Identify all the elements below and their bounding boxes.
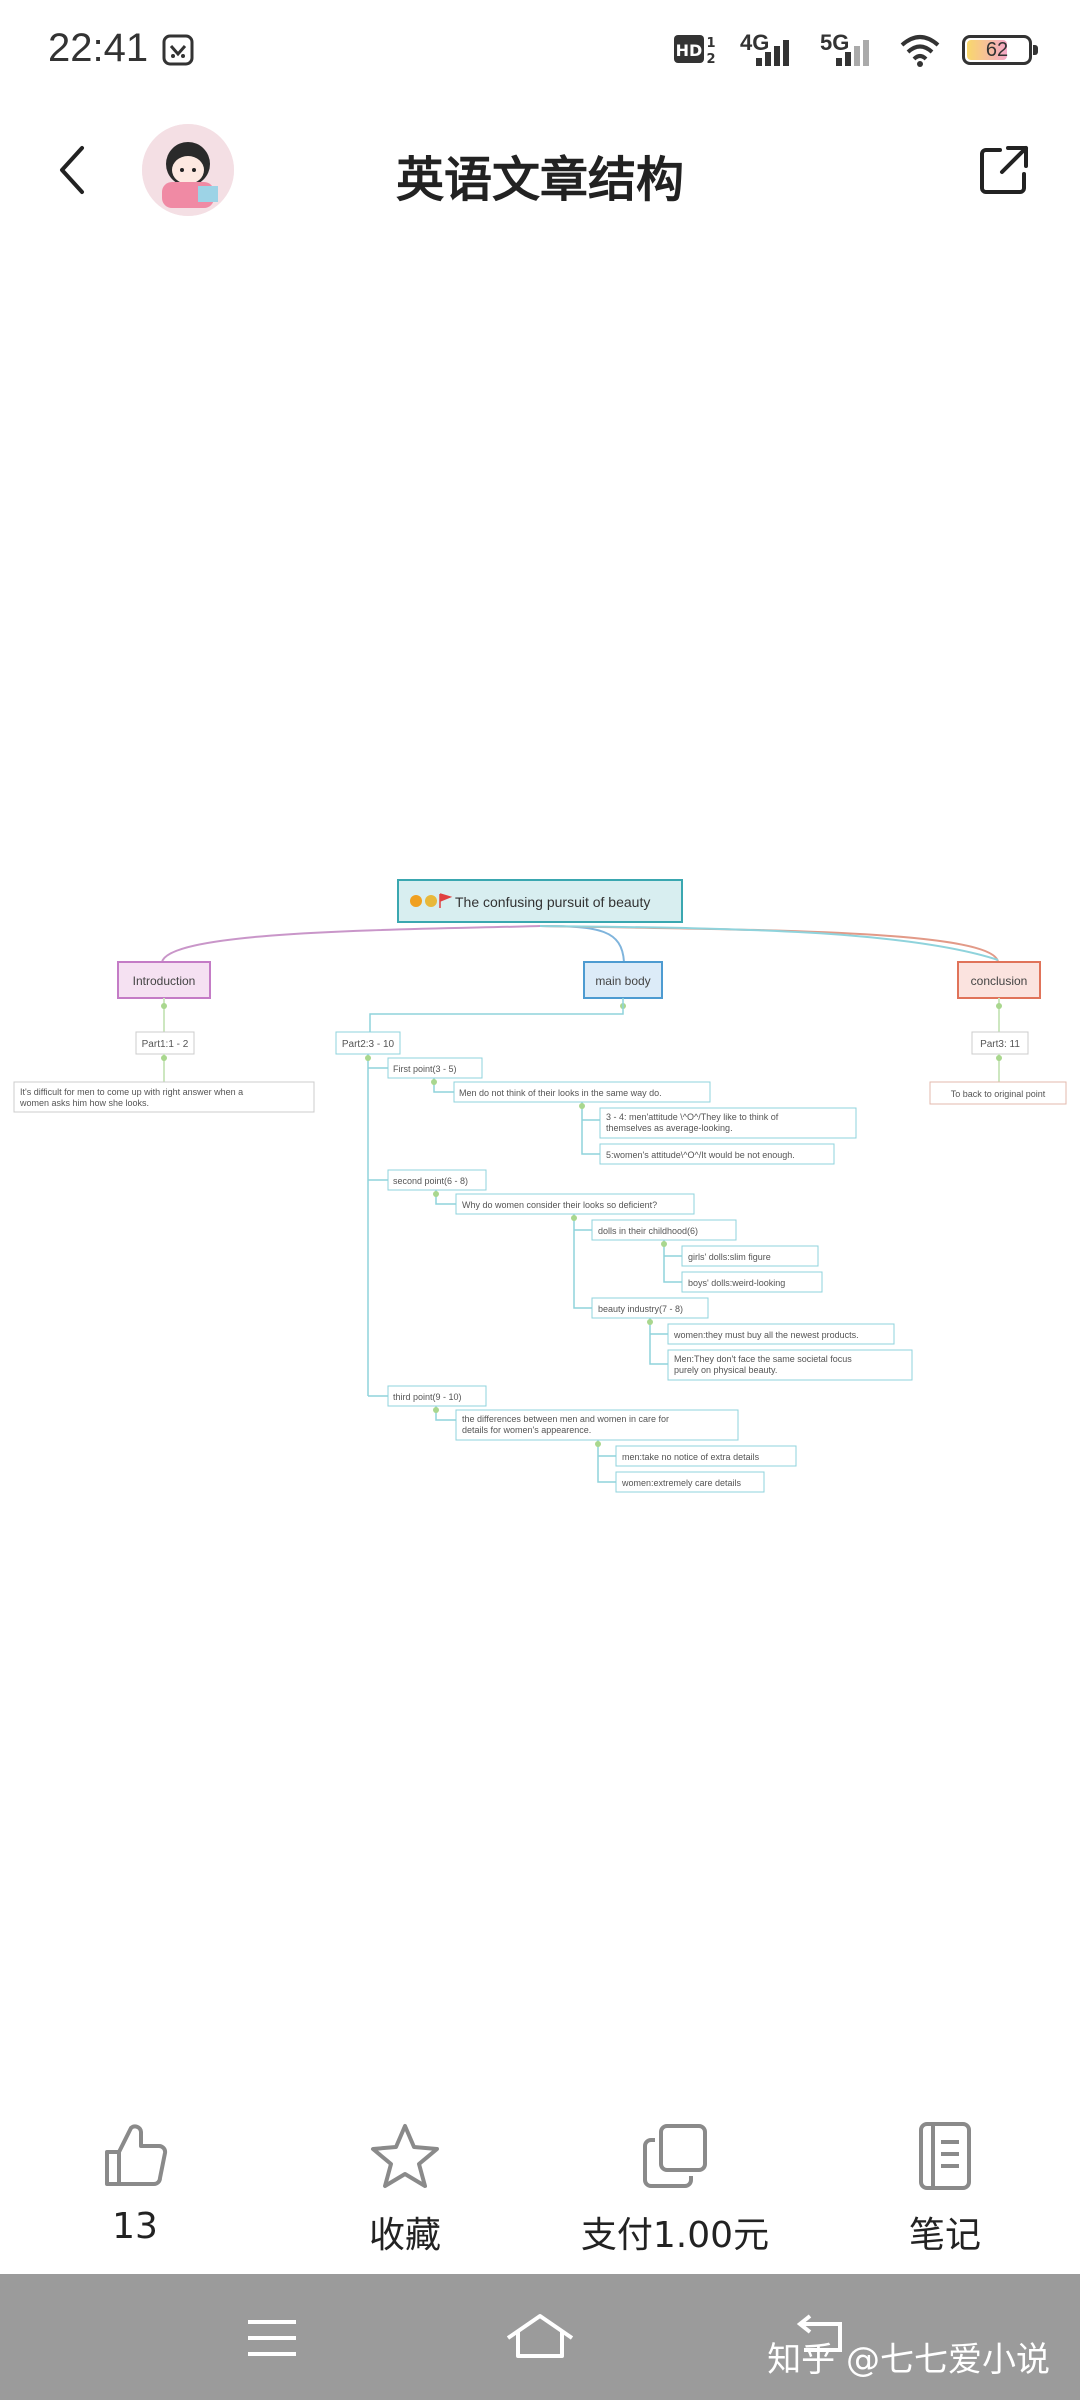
sp-women-node[interactable]: women:they must buy all the newest produ… (667, 1323, 895, 1345)
main-body-node[interactable]: main body (583, 961, 663, 999)
svg-text:conclusion: conclusion (971, 974, 1028, 988)
tp-women-node[interactable]: women:extremely care details (615, 1471, 765, 1493)
svg-text:Introduction: Introduction (133, 974, 196, 988)
battery-level: 62 (985, 39, 1009, 61)
avatar[interactable] (142, 124, 234, 216)
home-icon[interactable] (504, 2310, 576, 2366)
sp-boys-dolls-node[interactable]: boys' dolls:weird-looking (681, 1271, 823, 1293)
svg-text:3 - 4: men'attitude \^O^/They: 3 - 4: men'attitude \^O^/They like to th… (606, 1112, 779, 1122)
pay-button[interactable]: 支付1.00元 (540, 2120, 810, 2270)
sp-beauty-industry-node[interactable]: beauty industry(7 - 8) (591, 1297, 709, 1319)
svg-text:second point(6 - 8): second point(6 - 8) (393, 1176, 468, 1186)
back-nav-icon[interactable] (790, 2310, 850, 2366)
status-time: 22:41 (48, 26, 149, 70)
svg-text:HD: HD (676, 41, 703, 60)
introduction-node[interactable]: Introduction (117, 961, 211, 999)
svg-text:The confusing pursuit of beaut: The confusing pursuit of beauty (455, 894, 650, 910)
mind-map: The confusing pursuit of beauty Introduc… (0, 860, 1080, 1520)
svg-text:women:extremely care details: women:extremely care details (621, 1478, 742, 1488)
third-point-node[interactable]: third point(9 - 10) (387, 1385, 487, 1407)
svg-text:Men:They don't face the same s: Men:They don't face the same societal fo… (674, 1354, 852, 1364)
root-node[interactable]: The confusing pursuit of beauty (397, 879, 683, 923)
pay-label: 支付1.00元 (580, 2215, 770, 2256)
svg-text:2: 2 (706, 52, 715, 67)
svg-text:First point(3 - 5): First point(3 - 5) (393, 1064, 457, 1074)
battery-icon: 62 (962, 35, 1038, 65)
fp-men-attitude-node[interactable]: 3 - 4: men'attitude \^O^/They like to th… (599, 1107, 857, 1139)
like-button[interactable]: 13 (0, 2120, 270, 2270)
star-icon (371, 2124, 439, 2188)
main-part-node[interactable]: Part2:3 - 10 (335, 1031, 401, 1055)
app-notification-icon (162, 34, 194, 66)
sp-dolls-node[interactable]: dolls in their childhood(6) (591, 1219, 737, 1241)
notebook-icon (919, 2122, 971, 2190)
favorite-button[interactable]: 收藏 (270, 2120, 540, 2270)
fp-women-attitude-node[interactable]: 5:women's attitude\^O^/It would be not e… (599, 1143, 835, 1165)
wifi-icon (900, 35, 940, 67)
action-bar: 13 收藏 支付1.00元 笔记 (0, 2120, 1080, 2270)
svg-text:girls' dolls:slim figure: girls' dolls:slim figure (688, 1252, 771, 1262)
fp-detail-node[interactable]: Men do not think of their looks in the s… (453, 1081, 711, 1103)
sp-question-node[interactable]: Why do women consider their looks so def… (455, 1193, 695, 1215)
hd-voice-icon: HD 1 2 (674, 33, 718, 67)
sp-men-node[interactable]: Men:They don't face the same societal fo… (667, 1349, 913, 1381)
intro-part-node[interactable]: Part1:1 - 2 (135, 1031, 195, 1055)
svg-text:the differences between men an: the differences between men and women in… (462, 1414, 669, 1424)
svg-text:purely on physical beauty.: purely on physical beauty. (674, 1365, 777, 1375)
second-point-node[interactable]: second point(6 - 8) (387, 1169, 487, 1191)
svg-text:women asks him how she looks.: women asks him how she looks. (19, 1098, 149, 1108)
svg-text:themselves as average-looking.: themselves as average-looking. (606, 1123, 733, 1133)
signal-4g-icon: 4G (740, 30, 798, 70)
svg-text:men:take no notice of extra de: men:take no notice of extra details (622, 1452, 760, 1462)
header: 英语文章结构 (0, 110, 1080, 230)
favorite-label: 收藏 (368, 2215, 441, 2256)
system-nav-bar: 知乎 @七七爱小说 (0, 2274, 1080, 2400)
svg-text:To back to original point: To back to original point (951, 1089, 1046, 1099)
svg-text:It's difficult for men to come: It's difficult for men to come up with r… (20, 1087, 243, 1097)
notes-label: 笔记 (908, 2215, 981, 2256)
svg-text:third point(9 - 10): third point(9 - 10) (393, 1392, 462, 1402)
svg-text:1: 1 (706, 36, 715, 51)
svg-text:Part3: 11: Part3: 11 (980, 1039, 1020, 1050)
svg-text:details for women's appearence: details for women's appearence. (462, 1425, 591, 1435)
first-point-node[interactable]: First point(3 - 5) (387, 1057, 483, 1079)
intro-note-node[interactable]: It's difficult for men to come up with r… (13, 1081, 315, 1113)
conclusion-part-node[interactable]: Part3: 11 (971, 1031, 1029, 1055)
signal-5g-icon: 5G (820, 30, 878, 70)
sp-girls-dolls-node[interactable]: girls' dolls:slim figure (681, 1245, 819, 1267)
svg-text:dolls in their childhood(6): dolls in their childhood(6) (598, 1226, 698, 1236)
back-icon[interactable] (48, 140, 98, 200)
svg-text:5:women's attitude\^O^/It woul: 5:women's attitude\^O^/It would be not e… (606, 1150, 795, 1160)
thumbs-up-icon (105, 2124, 168, 2186)
svg-text:main body: main body (595, 974, 650, 988)
status-bar: 22:41 HD 1 2 4G 5G (0, 0, 1080, 100)
svg-text:boys' dolls:weird-looking: boys' dolls:weird-looking (688, 1278, 785, 1288)
page-title: 英语文章结构 (395, 152, 684, 208)
conclusion-note-node[interactable]: To back to original point (929, 1081, 1067, 1105)
svg-text:beauty industry(7 - 8): beauty industry(7 - 8) (598, 1304, 683, 1314)
svg-text:Part2:3 - 10: Part2:3 - 10 (342, 1039, 395, 1050)
watermark: 知乎 @七七爱小说 (767, 2340, 1050, 2380)
tp-men-node[interactable]: men:take no notice of extra details (615, 1445, 797, 1467)
like-count: 13 (112, 2206, 158, 2247)
conclusion-node[interactable]: conclusion (957, 961, 1041, 999)
share-icon[interactable] (976, 142, 1032, 198)
svg-text:Why do women consider their lo: Why do women consider their looks so def… (462, 1200, 657, 1210)
copy-icon (643, 2124, 707, 2188)
svg-text:women:they must buy all the ne: women:they must buy all the newest produ… (673, 1330, 859, 1340)
menu-icon[interactable] (244, 2310, 300, 2366)
tp-difference-node[interactable]: the differences between men and women in… (455, 1409, 739, 1441)
svg-text:Part1:1 - 2: Part1:1 - 2 (142, 1039, 189, 1050)
svg-text:Men do not think of their look: Men do not think of their looks in the s… (459, 1088, 662, 1098)
notes-button[interactable]: 笔记 (810, 2120, 1080, 2270)
